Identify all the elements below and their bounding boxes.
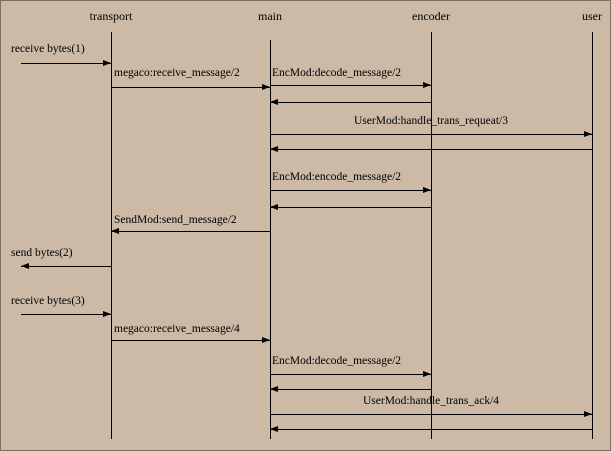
message-line-m6: [270, 149, 592, 150]
arrow-head-right-m7: [423, 187, 431, 193]
message-label-m7: EncMod:encode_message/2: [272, 171, 402, 183]
arrow-head-left-m6: [270, 146, 278, 152]
message-label-m15: UserMod:handle_trans_ack/4: [362, 395, 500, 407]
lifeline-transport: [111, 32, 112, 439]
message-label-m12: megaco:receive_message/4: [114, 323, 240, 335]
arrow-head-right-m11: [103, 311, 111, 317]
message-line-m9: [111, 231, 270, 232]
message-line-m14: [270, 389, 431, 390]
arrow-head-left-m14: [270, 386, 278, 392]
message-label-m11: receive bytes(3): [11, 295, 85, 307]
message-line-m15: [270, 414, 592, 415]
lifeline-label-main: main: [258, 9, 282, 23]
message-label-m1: receive bytes(1): [11, 43, 85, 55]
lifeline-label-encoder: encoder: [412, 9, 450, 23]
message-line-m7: [270, 190, 431, 191]
message-line-m11: [21, 314, 111, 315]
message-line-m10: [21, 266, 111, 267]
message-label-m5: UserMod:handle_trans_requeat/3: [354, 115, 508, 127]
message-line-m13: [270, 374, 431, 375]
lifeline-encoder: [431, 32, 432, 439]
message-line-m5: [270, 134, 592, 135]
arrow-head-left-m9: [111, 228, 119, 234]
message-line-m2: [111, 87, 270, 88]
arrow-head-left-m8: [270, 204, 278, 210]
arrow-head-right-m2: [262, 84, 270, 90]
lifeline-label-user: user: [582, 9, 602, 23]
arrow-head-left-m16: [270, 426, 278, 432]
lifeline-main: [270, 40, 271, 439]
message-line-m3: [270, 85, 431, 86]
arrow-head-right-m1: [103, 60, 111, 66]
arrow-head-right-m12: [262, 337, 270, 343]
arrow-head-left-m4: [270, 99, 278, 105]
lifeline-label-transport: transport: [89, 9, 133, 23]
message-label-m10: send bytes(2): [11, 247, 73, 259]
arrow-head-right-m5: [584, 131, 592, 137]
message-line-m4: [270, 102, 431, 103]
arrow-head-right-m3: [423, 82, 431, 88]
arrow-head-right-m15: [584, 411, 592, 417]
message-label-m13: EncMod:decode_message/2: [272, 355, 402, 367]
message-label-m2: megaco:receive_message/2: [114, 67, 240, 79]
arrow-head-left-m10: [21, 263, 29, 269]
message-line-m16: [270, 429, 592, 430]
message-line-m12: [111, 340, 270, 341]
message-label-m3: EncMod:decode_message/2: [272, 67, 402, 79]
message-line-m1: [21, 63, 111, 64]
lifeline-user: [592, 32, 593, 439]
message-label-m9: SendMod:send_message/2: [114, 214, 237, 226]
arrow-head-right-m13: [423, 371, 431, 377]
message-line-m8: [270, 207, 431, 208]
